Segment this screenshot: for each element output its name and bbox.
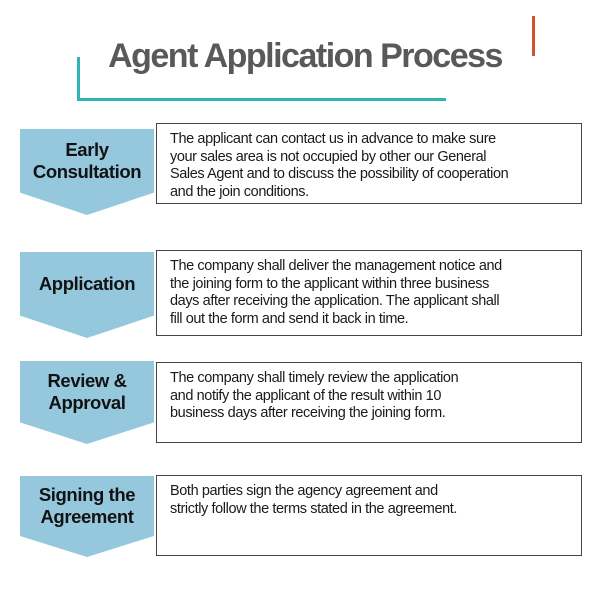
title-accent-orange-bracket [172, 16, 535, 56]
step-chevron-early-consultation: Early Consultation [20, 129, 154, 215]
step-chevron-application: Application [20, 252, 154, 338]
step-description-box: The applicant can contact us in advance … [156, 123, 582, 204]
step-chevron-signing-agreement: Signing the Agreement [20, 476, 154, 557]
step-label-wrap: Review & Approval [20, 361, 154, 422]
step-description-box: The company shall timely review the appl… [156, 362, 582, 443]
step-label: Early Consultation [32, 138, 142, 182]
step-description: The company shall deliver the management… [170, 258, 502, 327]
step-description-box: Both parties sign the agency agreement a… [156, 475, 582, 556]
page-title: Agent Application Process [108, 37, 503, 75]
step-label-wrap: Signing the Agreement [20, 476, 154, 536]
step-description: Both parties sign the agency agreement a… [170, 483, 458, 517]
step-description: The applicant can contact us in advance … [170, 131, 509, 200]
step-label-wrap: Early Consultation [20, 129, 154, 193]
title-accent-teal-bracket [77, 57, 446, 101]
step-description-box: The company shall deliver the management… [156, 250, 582, 336]
step-label: Application [38, 272, 136, 294]
step-label: Signing the Agreement [38, 483, 136, 527]
step-description: The company shall timely review the appl… [170, 370, 459, 421]
step-label-wrap: Application [20, 252, 154, 316]
step-label: Review & Approval [47, 369, 127, 413]
step-chevron-review-approval: Review & Approval [20, 361, 154, 444]
